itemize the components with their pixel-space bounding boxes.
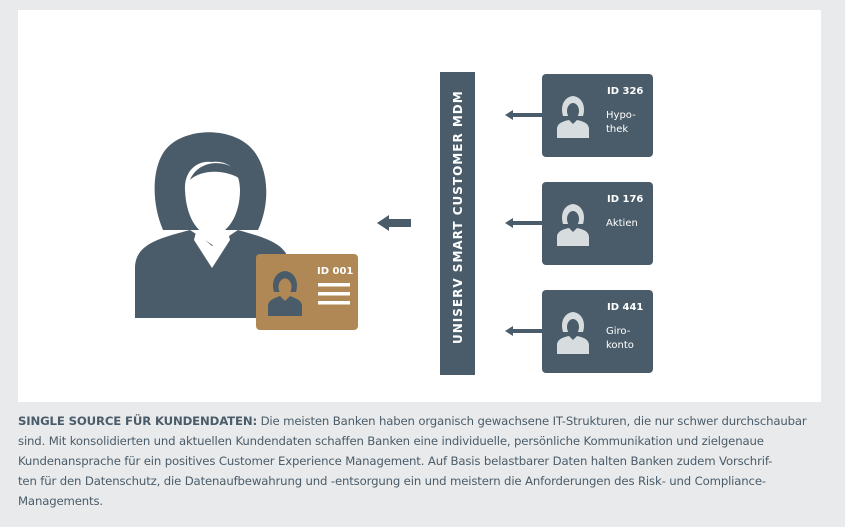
caption-line: Kundenansprache für ein positives Custom…: [18, 454, 773, 468]
diagram-panel: [18, 10, 821, 402]
caption-heading: SINGLE SOURCE FÜR KUNDENDATEN:: [18, 414, 257, 428]
caption-line: Managements.: [18, 494, 103, 508]
caption-line: Die meisten Banken haben organisch gewac…: [260, 414, 807, 428]
card-id: ID 441: [607, 302, 643, 313]
mdm-label: UNISERV SMART CUSTOMER MDM: [451, 90, 465, 344]
arrow-left-icon: [505, 218, 543, 228]
source-card-176: ID 176 Aktien: [542, 182, 653, 265]
card-id: ID 176: [607, 194, 643, 205]
arrow-left-icon: [505, 110, 543, 120]
card-label-line: konto: [606, 340, 634, 351]
mdm-bar: [440, 72, 475, 375]
main-id-card: ID 001: [256, 254, 358, 330]
source-card-441: ID 441 Giro- konto: [542, 290, 653, 373]
card-label-line: Aktien: [606, 218, 638, 229]
main-card-id: ID 001: [317, 266, 353, 277]
silhouette-face: [184, 161, 240, 268]
caption-line: ten für den Datenschutz, die Datenaufbew…: [18, 474, 766, 488]
caption: SINGLE SOURCE FÜR KUNDENDATEN: Die meist…: [18, 411, 824, 511]
card-line: [318, 292, 350, 296]
caption-line: sind. Mit konsolidierten und aktuellen K…: [18, 434, 764, 448]
card-line: [318, 301, 350, 305]
arrow-left-icon: [377, 215, 411, 231]
card-label-line: thek: [606, 124, 628, 135]
card-label-line: Giro-: [606, 326, 631, 337]
card-id: ID 326: [607, 86, 643, 97]
source-card-326: ID 326 Hypo- thek: [542, 74, 653, 157]
card-line: [318, 283, 350, 287]
card-label-line: Hypo-: [606, 110, 636, 121]
arrow-left-icon: [505, 326, 543, 336]
